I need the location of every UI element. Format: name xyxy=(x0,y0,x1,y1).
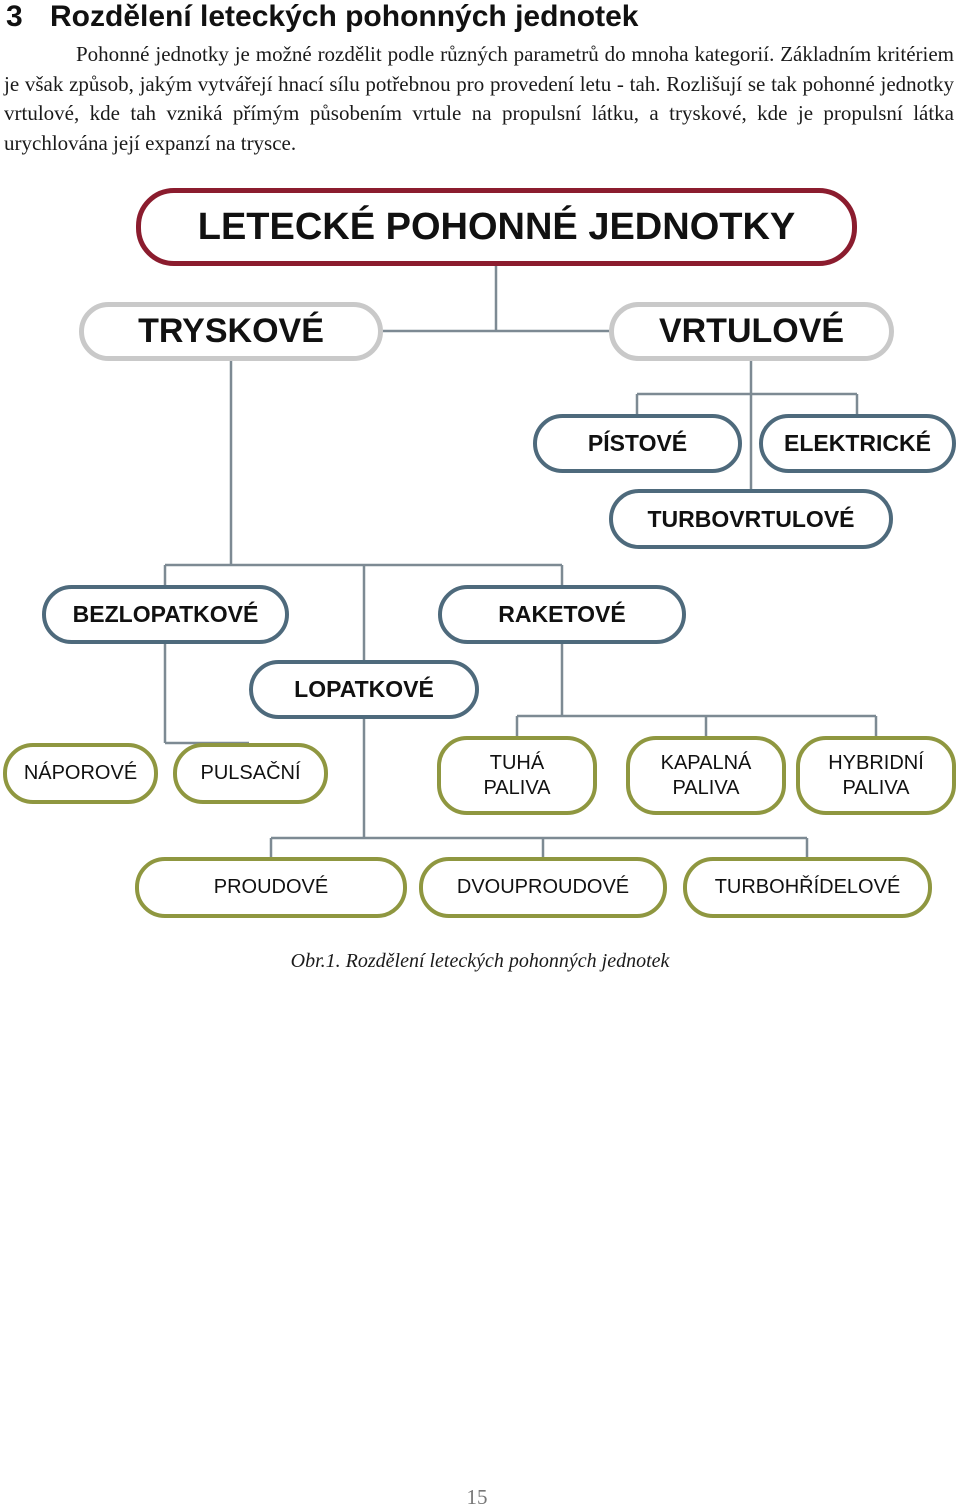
section-number: 3 xyxy=(6,0,23,33)
intro-paragraph: Pohonné jednotky je možné rozdělit podle… xyxy=(4,42,954,155)
section-heading: 3 Rozdělení leteckých pohonných jednotek xyxy=(6,0,638,36)
node-letecke-pohonne-jednotky: LETECKÉ POHONNÉ JEDNOTKY xyxy=(136,188,857,266)
node-pistove: PÍSTOVÉ xyxy=(533,414,742,473)
node-turbohridelove: TURBOHŘÍDELOVÉ xyxy=(683,857,932,918)
page-number: 15 xyxy=(466,1485,488,1509)
node-kapalna-paliva: KAPALNÁ PALIVA xyxy=(626,736,786,815)
node-raketove: RAKETOVÉ xyxy=(438,585,686,644)
node-lopatkove: LOPATKOVÉ xyxy=(249,660,479,719)
node-dvouproudove: DVOUPROUDOVÉ xyxy=(419,857,667,918)
section-title: Rozdělení leteckých pohonných jednotek xyxy=(50,0,639,33)
node-elektricke: ELEKTRICKÉ xyxy=(759,414,956,473)
node-naporove: NÁPOROVÉ xyxy=(3,743,158,804)
node-hybridni-paliva: HYBRIDNÍ PALIVA xyxy=(796,736,956,815)
node-vrtulove: VRTULOVÉ xyxy=(609,302,894,361)
node-pulsacni: PULSAČNÍ xyxy=(173,743,328,804)
figure-caption: Obr.1. Rozdělení leteckých pohonných jed… xyxy=(290,950,670,972)
node-tuha-paliva: TUHÁ PALIVA xyxy=(437,736,597,815)
node-turbovrtulove: TURBOVRTULOVÉ xyxy=(609,489,893,549)
node-tryskove: TRYSKOVÉ xyxy=(79,302,383,361)
node-proudove: PROUDOVÉ xyxy=(135,857,407,918)
node-bezlopatkove: BEZLOPATKOVÉ xyxy=(42,585,289,644)
